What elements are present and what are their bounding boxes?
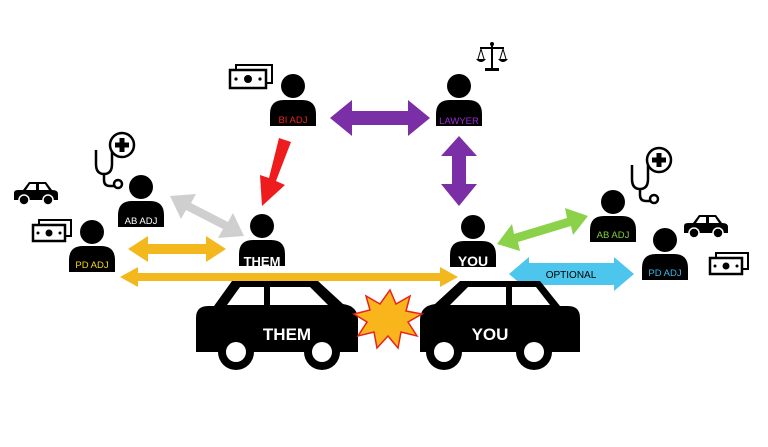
you-person-label: YOU [458,253,488,269]
medical-cross-icon [108,131,136,159]
money-icon [708,252,749,276]
money-icon [228,64,273,90]
scales-icon [476,42,508,71]
bi-lawyer-arrow [330,100,430,136]
car-icon [684,215,728,239]
you-car-label: YOU [472,325,509,344]
pd-adj-right-label: PD ADJ [648,268,682,279]
you-person: YOU [450,215,496,269]
lawyer-label: LAWYER [439,116,479,127]
pd-adj-left-label: PD ADJ [75,260,109,271]
ab-adj-left-label: AB ADJ [125,216,158,227]
bi-adjuster: BI ADJ [270,74,316,126]
ab-adj-right-label: AB ADJ [597,230,630,241]
pd-them-arrow [128,236,226,262]
medical-cross-icon [645,146,673,174]
lawyer-you-arrow [441,136,477,206]
bi-them-arrow [260,138,291,206]
crash-burst [352,288,425,350]
them-person: THEM [239,214,285,269]
ab-them-arrow [170,194,244,238]
lawyer: LAWYER [436,74,482,127]
them-person-label: THEM [244,254,281,269]
them-car-label: THEM [263,325,311,344]
car-icon [14,182,58,206]
them-car: THEM [196,281,358,370]
optional-label: OPTIONAL [546,270,597,281]
ab-adjuster-right: AB ADJ [590,190,636,242]
pd-adjuster-left: PD ADJ [69,220,115,272]
money-icon [31,219,72,243]
stethoscope-icon [94,150,124,190]
pd-adjuster-right: PD ADJ [642,228,688,280]
bi-adj-label: BI ADJ [278,115,307,126]
pd-you-arrow [120,267,458,287]
you-ab-arrow [497,208,588,251]
stethoscope-icon [630,165,660,205]
you-car: YOU [420,281,580,370]
ab-adjuster-left: AB ADJ [118,175,164,227]
